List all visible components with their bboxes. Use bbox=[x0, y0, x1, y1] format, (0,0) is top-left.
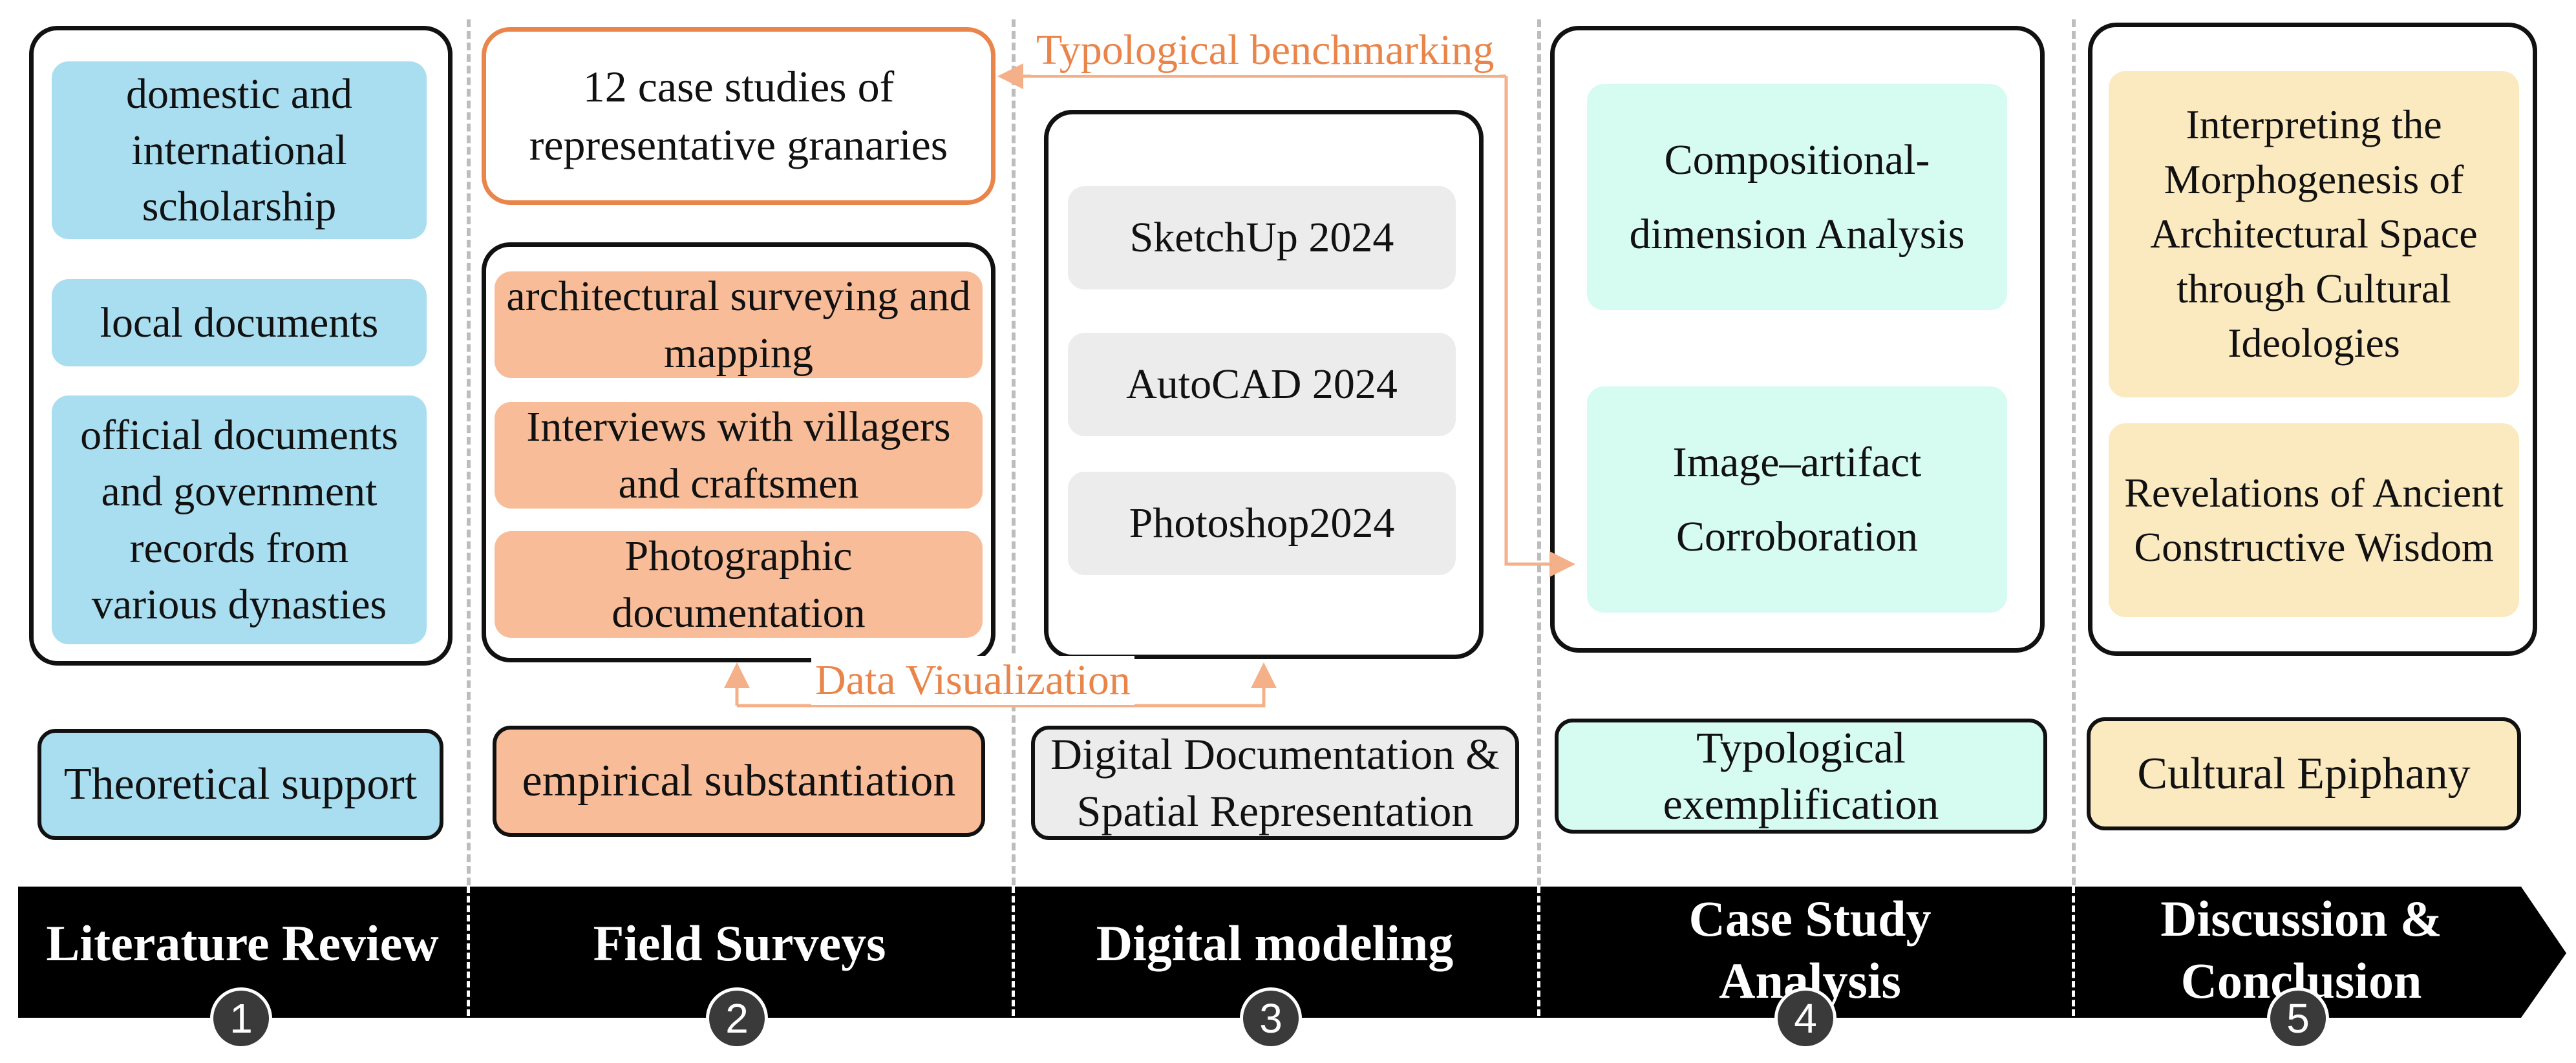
stage-number-badge: 2 bbox=[706, 987, 768, 1049]
field-method-item: Interviews with villagers and craftsmen bbox=[495, 402, 983, 509]
column-divider bbox=[1537, 19, 1541, 885]
timeline-divider bbox=[1537, 887, 1540, 1016]
stage-number-badge: 3 bbox=[1240, 987, 1302, 1049]
stage-title: Discussion & Conclusion bbox=[2160, 890, 2442, 1009]
theoretical-support-label: Theoretical support bbox=[37, 729, 443, 840]
timeline-divider bbox=[2072, 887, 2075, 1016]
timeline-divider bbox=[1012, 887, 1015, 1016]
stage-title: Field Surveys bbox=[593, 915, 886, 972]
analysis-item: Image–artifact Corroboration bbox=[1587, 386, 2007, 613]
column-divider bbox=[467, 19, 471, 885]
stage-number-badge: 1 bbox=[210, 987, 272, 1049]
software-item: Photoshop2024 bbox=[1068, 472, 1456, 575]
stage-number-badge: 5 bbox=[2267, 987, 2329, 1049]
column-divider bbox=[1012, 19, 1016, 885]
stage-number-badge: 4 bbox=[1774, 987, 1836, 1049]
stage-title: Digital modeling bbox=[1096, 915, 1454, 972]
column-divider bbox=[2072, 19, 2076, 885]
empirical-substantiation-label: empirical substantiation bbox=[493, 726, 985, 837]
source-item: local documents bbox=[52, 279, 427, 366]
software-item: AutoCAD 2024 bbox=[1068, 333, 1456, 436]
analysis-item: Compositional-dimension Analysis bbox=[1587, 84, 2007, 310]
source-item: official documents and government record… bbox=[52, 395, 427, 644]
conclusion-item: Interpreting the Morphogenesis of Archit… bbox=[2109, 71, 2519, 397]
conclusion-item: Revelations of Ancient Constructive Wisd… bbox=[2109, 423, 2519, 617]
stage-title: Case Study Analysis bbox=[1688, 890, 1932, 1009]
software-item: SketchUp 2024 bbox=[1068, 186, 1456, 289]
timeline-divider bbox=[467, 887, 470, 1016]
cultural-epiphany-label: Cultural Epiphany bbox=[2087, 717, 2521, 830]
digital-documentation-label: Digital Documentation & Spatial Represen… bbox=[1031, 726, 1519, 840]
field-method-item: architectural surveying and mapping bbox=[495, 271, 983, 378]
source-item: domestic and international scholarship bbox=[52, 61, 427, 239]
typological-exemplification-label: Typological exemplification bbox=[1555, 719, 2047, 834]
case-studies-box: 12 case studies of representative granar… bbox=[482, 27, 995, 205]
data-visualization-annotation: Data Visualization bbox=[811, 656, 1134, 705]
typological-benchmarking-annotation: Typological benchmarking bbox=[1031, 26, 1500, 75]
field-method-item: Photographic documentation bbox=[495, 531, 983, 638]
stage-title: Literature Review bbox=[46, 915, 439, 972]
